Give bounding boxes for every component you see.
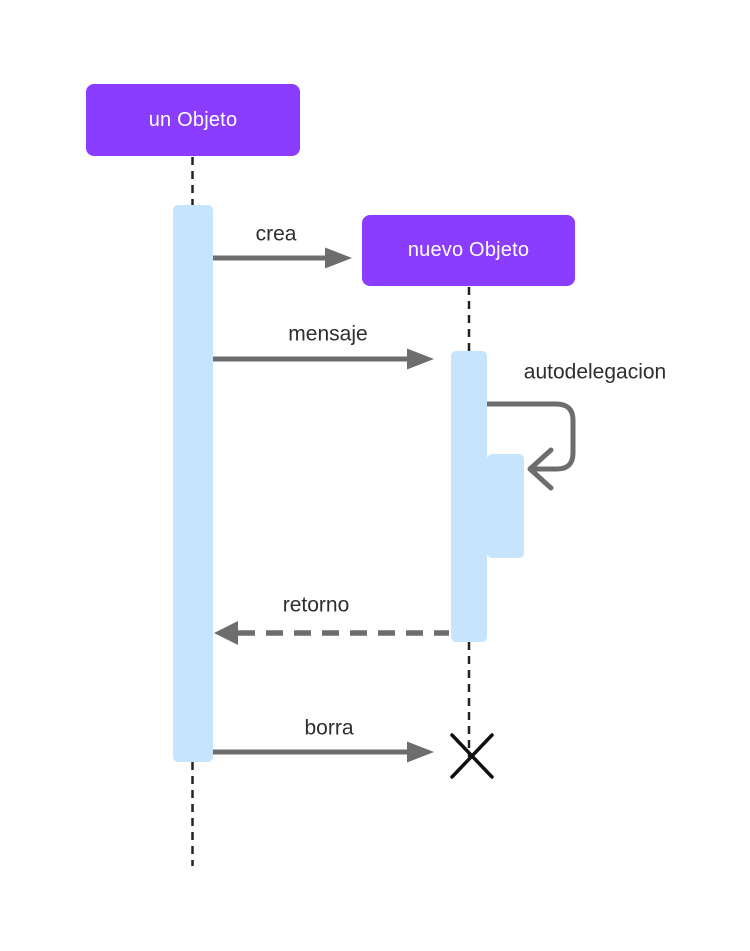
self-call-loop-line: [487, 401, 576, 472]
message-label-autodelegacion: autodelegacion: [523, 360, 667, 384]
arrow-crea-head-icon: [325, 247, 352, 269]
actor-box-un-objeto: un Objeto: [86, 84, 300, 156]
actor-box-nuevo-objeto: nuevo Objeto: [362, 215, 575, 286]
destruction-x-icon: [450, 733, 494, 779]
activation-bar-self-call: [487, 454, 524, 558]
actor-label-un-objeto: un Objeto: [148, 108, 238, 131]
actor-label-nuevo-objeto: nuevo Objeto: [407, 239, 530, 261]
activation-bar-un-objeto: [173, 205, 213, 762]
self-call-arrowhead-icon: [527, 447, 554, 491]
message-label-retorno: retorno: [282, 593, 350, 617]
message-label-borra: borra: [304, 716, 354, 740]
activation-bar-nuevo-objeto: [451, 351, 487, 642]
message-label-mensaje: mensaje: [288, 322, 368, 346]
arrow-mensaje-head-icon: [407, 348, 434, 370]
arrow-retorno-head-icon: [214, 621, 238, 645]
message-label-crea: crea: [255, 222, 297, 246]
arrow-borra-head-icon: [407, 741, 434, 763]
